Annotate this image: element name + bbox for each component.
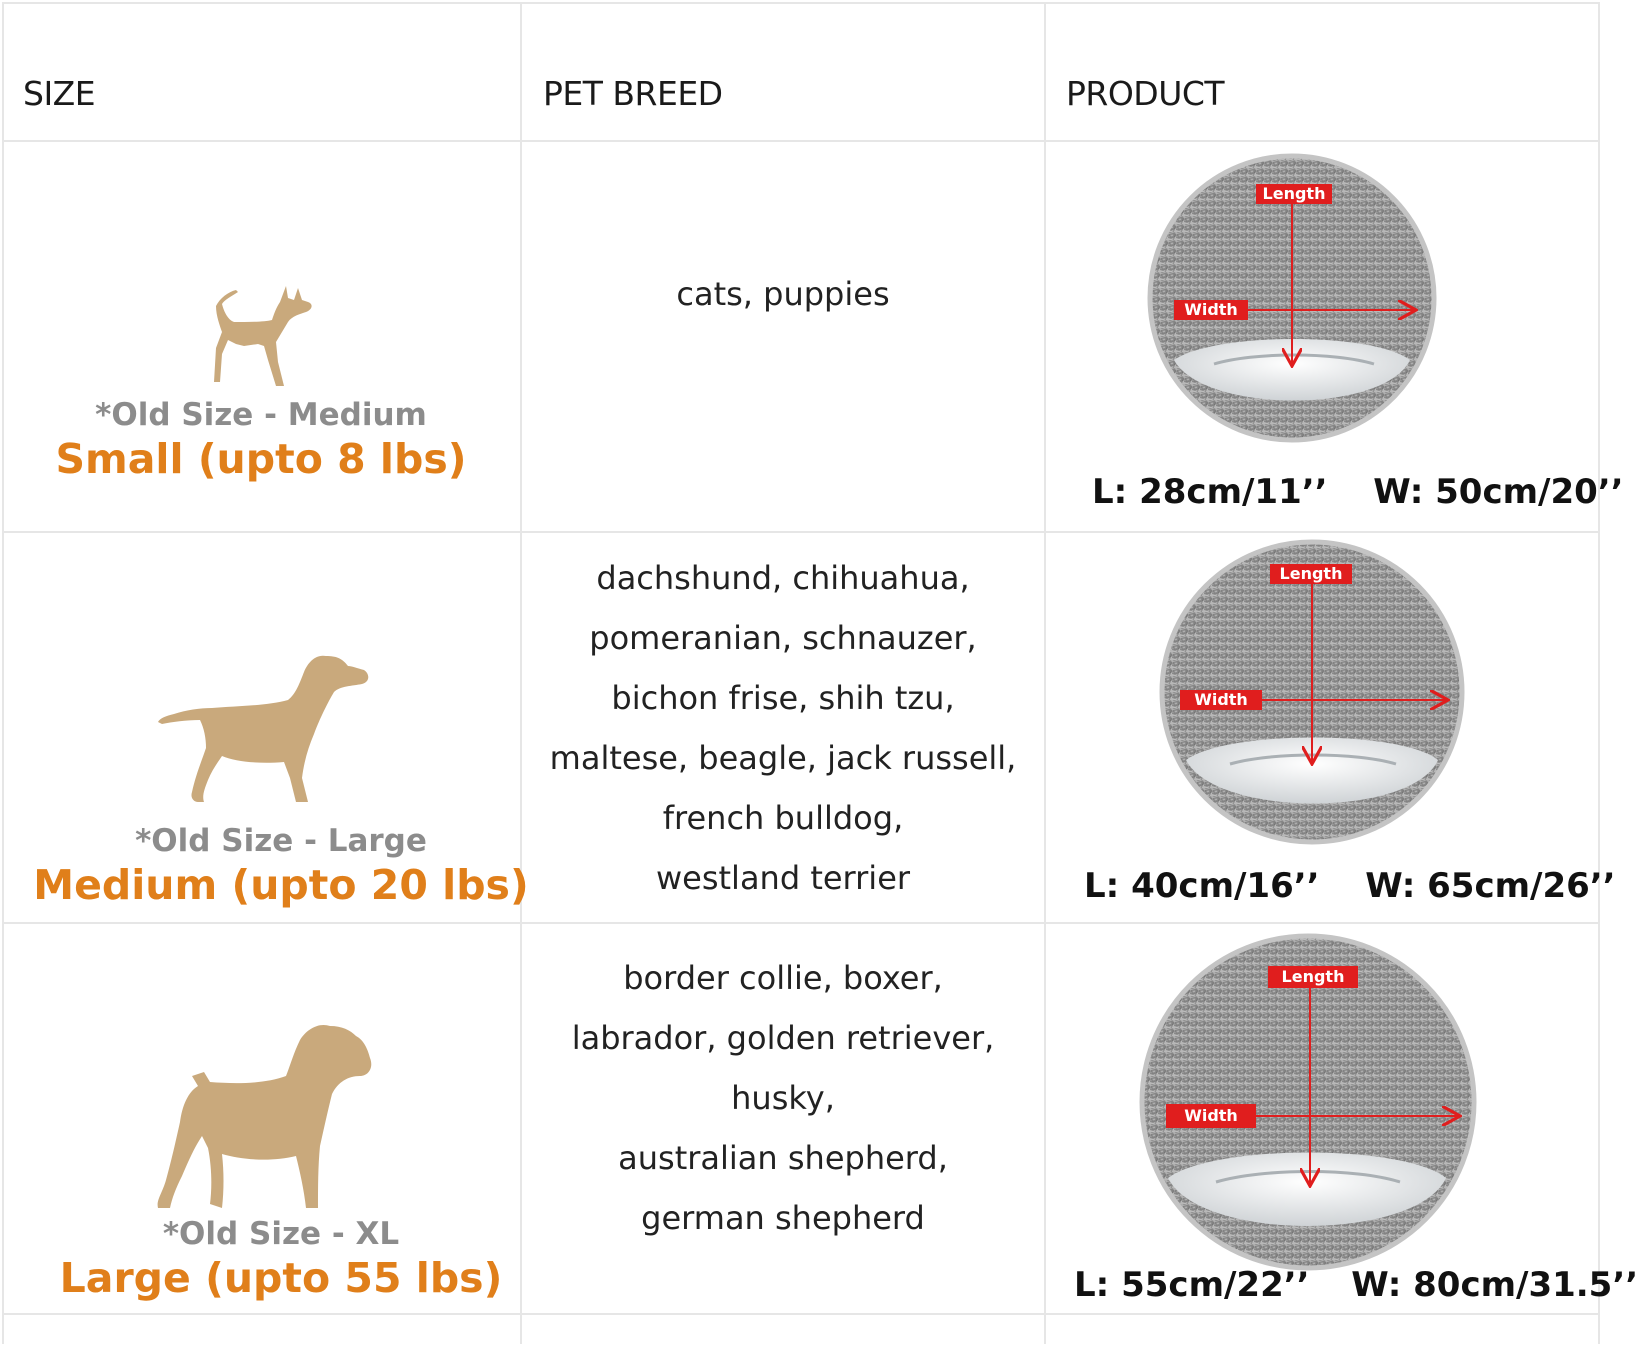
breed-line: labrador, golden retriever, [571, 1019, 995, 1057]
new-size-label: Large (upto 55 lbs) [59, 1254, 503, 1302]
boxer-silhouette-icon [157, 1024, 372, 1208]
length-dimension: L: 40cm/16’’ [1084, 866, 1320, 906]
width-tag [1174, 300, 1248, 320]
table-border-left [2, 2, 4, 1344]
bed-dimensions: L: 28cm/11’’ W: 50cm/20’’ [1092, 472, 1624, 512]
width-dimension: W: 80cm/31.5’’ [1351, 1265, 1638, 1305]
header-size: SIZE [23, 74, 96, 113]
breed-line: pomeranian, schnauzer, [589, 619, 977, 657]
length-tag [1270, 564, 1352, 584]
width-tag [1166, 1104, 1256, 1128]
header-product: PRODUCT [1066, 74, 1225, 113]
size-cell: *Old Size - XL Large (upto 55 lbs) [2, 1214, 560, 1302]
width-dimension: W: 50cm/20’’ [1373, 472, 1624, 512]
length-tag-label: Length [1282, 967, 1345, 986]
breed-line: border collie, boxer, [623, 959, 943, 997]
pet-bed-image: Length Width [1159, 539, 1465, 845]
breed-list: dachshund, chihuahua, pomeranian, schnau… [522, 548, 1044, 908]
length-tag [1256, 184, 1332, 204]
chihuahua-silhouette-icon [214, 286, 312, 386]
row-divider-2 [2, 922, 1600, 924]
header-pet-breed: PET BREED [543, 74, 723, 113]
breed-line: australian shepherd, [618, 1139, 948, 1177]
length-tag-label: Length [1263, 184, 1326, 203]
new-size-label: Medium (upto 20 lbs) [33, 861, 529, 909]
width-dimension: W: 65cm/26’’ [1365, 866, 1616, 906]
breed-line: maltese, beagle, jack russell, [549, 739, 1017, 777]
width-tag [1180, 690, 1262, 710]
length-tag [1268, 966, 1358, 988]
old-size-label: *Old Size - XL [162, 1216, 400, 1252]
breed-line: german shepherd [641, 1199, 925, 1237]
table-border-bottom [2, 1313, 1600, 1315]
length-dimension: L: 55cm/22’’ [1074, 1265, 1310, 1305]
column-divider-2 [1044, 2, 1046, 1344]
breed-list: cats, puppies [522, 264, 1044, 324]
breed-line: dachshund, chihuahua, [596, 559, 970, 597]
breed-line: bichon frise, shih tzu, [611, 679, 955, 717]
header-divider [2, 140, 1600, 142]
width-tag-label: Width [1184, 300, 1238, 319]
column-divider-1 [520, 2, 522, 1344]
table-border-top [2, 2, 1600, 4]
width-tag-label: Width [1194, 690, 1248, 709]
pet-bed-image: Length Width [1139, 933, 1477, 1271]
old-size-label: *Old Size - Medium [95, 397, 427, 433]
width-tag-label: Width [1184, 1106, 1238, 1125]
size-cell: *Old Size - Large Medium (upto 20 lbs) [2, 821, 560, 909]
breed-line: westland terrier [655, 859, 911, 897]
old-size-label: *Old Size - Large [135, 823, 427, 859]
table-border-right [1598, 2, 1600, 1344]
bed-dimensions: L: 55cm/22’’ W: 80cm/31.5’’ [1074, 1265, 1638, 1305]
breed-line: husky, [731, 1079, 835, 1117]
size-cell: *Old Size - Medium Small (upto 8 lbs) [2, 395, 520, 483]
length-dimension: L: 28cm/11’’ [1092, 472, 1328, 512]
row-divider-1 [2, 531, 1600, 533]
pet-bed-image: Length Width [1147, 153, 1437, 443]
breed-line: cats, puppies [676, 275, 890, 313]
breed-line: french bulldog, [662, 799, 904, 837]
bed-dimensions: L: 40cm/16’’ W: 65cm/26’’ [1084, 866, 1616, 906]
labrador-silhouette-icon [158, 655, 369, 802]
breed-list: border collie, boxer, labrador, golden r… [522, 948, 1044, 1248]
length-tag-label: Length [1280, 564, 1343, 583]
new-size-label: Small (upto 8 lbs) [55, 435, 467, 483]
